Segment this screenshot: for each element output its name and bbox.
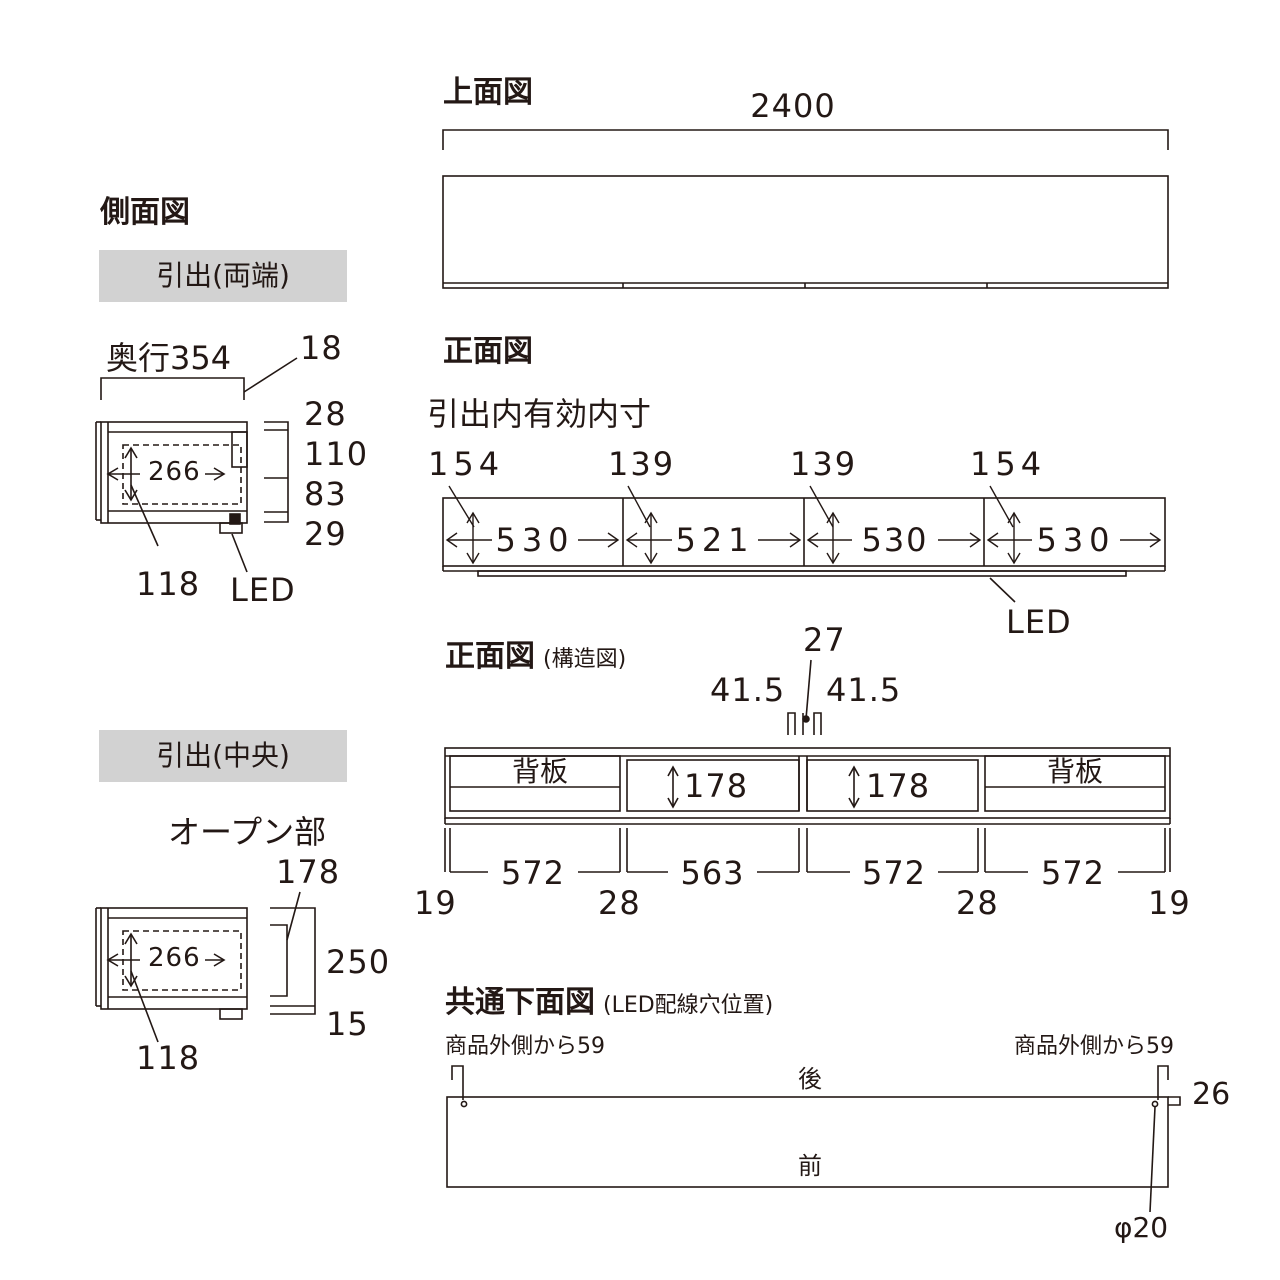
width-530-a: 530 <box>495 521 575 559</box>
drawer-ends-label: 引出(両端) <box>99 250 347 302</box>
end-28-left: 28 <box>598 884 641 922</box>
structure-view-drawing <box>444 659 1171 873</box>
dim-26: 26 <box>1192 1077 1231 1112</box>
top-view-title: 上面図 <box>443 75 533 110</box>
dim-250: 250 <box>326 943 391 981</box>
side-view-title: 側面図 <box>100 195 190 230</box>
top-width-dim: 2400 <box>750 87 836 125</box>
width-530-c: 530 <box>1036 521 1116 559</box>
inner-266-ends: 266 <box>146 457 203 487</box>
bottom-view-drawing <box>446 1065 1181 1213</box>
bottom-left-note: 商品外側から59 <box>445 1034 605 1059</box>
hole-diameter: φ20 <box>1114 1211 1169 1244</box>
dim-118-ends: 118 <box>136 565 201 603</box>
front-label: 前 <box>798 1152 822 1180</box>
height-154-b: 154 <box>970 445 1047 483</box>
width-572-b: 572 <box>861 854 927 892</box>
front-view-title: 正面図 <box>443 334 533 369</box>
bottom-title-main: 共通下面図 <box>445 985 595 1020</box>
width-530-b: 530 <box>861 521 929 559</box>
inner-266-center: 266 <box>146 943 203 973</box>
drawer-center-label: 引出(中央) <box>99 730 347 782</box>
bottom-subtitle: (LED配線穴位置) <box>603 993 774 1018</box>
end-19-right: 19 <box>1148 884 1191 922</box>
led-label-front: LED <box>1006 603 1072 641</box>
dim-41-5-left: 41.5 <box>710 671 786 709</box>
front-view-drawing <box>442 485 1166 603</box>
dim-110: 110 <box>304 435 369 473</box>
dim-18: 18 <box>300 329 343 367</box>
led-label-side: LED <box>230 571 296 609</box>
side-view-ends-drawing <box>95 357 298 573</box>
back-panel-left: 背板 <box>511 755 568 788</box>
width-563: 563 <box>680 854 745 892</box>
back-panel-right: 背板 <box>1046 755 1103 788</box>
inner-height-178-a: 178 <box>684 767 749 805</box>
width-572-c: 572 <box>1040 854 1106 892</box>
end-28-right: 28 <box>956 884 999 922</box>
open-section-label: オープン部 <box>168 813 327 851</box>
dim-15: 15 <box>326 1005 369 1043</box>
height-139-a: 139 <box>608 445 676 483</box>
back-label: 後 <box>798 1065 822 1093</box>
dim-28: 28 <box>304 395 347 433</box>
dim-178-side: 178 <box>276 853 341 891</box>
structure-title-main: 正面図 <box>445 639 535 674</box>
dim-27: 27 <box>803 621 846 659</box>
inner-height-178-b: 178 <box>866 767 931 805</box>
height-154-a: 154 <box>428 445 505 483</box>
width-521: 521 <box>675 521 755 559</box>
dim-29: 29 <box>304 515 347 553</box>
structure-view-title: 正面図 (構造図) <box>445 642 626 672</box>
dim-118-center: 118 <box>136 1039 201 1077</box>
side-view-center-drawing <box>95 891 316 1043</box>
dim-83: 83 <box>304 475 347 513</box>
top-view-drawing <box>442 129 1169 289</box>
end-19-left: 19 <box>414 884 457 922</box>
bottom-right-note: 商品外側から59 <box>1014 1034 1174 1059</box>
bottom-view-title: 共通下面図 (LED配線穴位置) <box>445 988 773 1018</box>
width-572-a: 572 <box>500 854 566 892</box>
depth-label: 奥行354 <box>106 339 232 377</box>
height-139-b: 139 <box>790 445 858 483</box>
drawer-inner-label: 引出内有効内寸 <box>427 395 652 433</box>
dim-41-5-right: 41.5 <box>826 671 902 709</box>
structure-subtitle: (構造図) <box>543 647 627 672</box>
